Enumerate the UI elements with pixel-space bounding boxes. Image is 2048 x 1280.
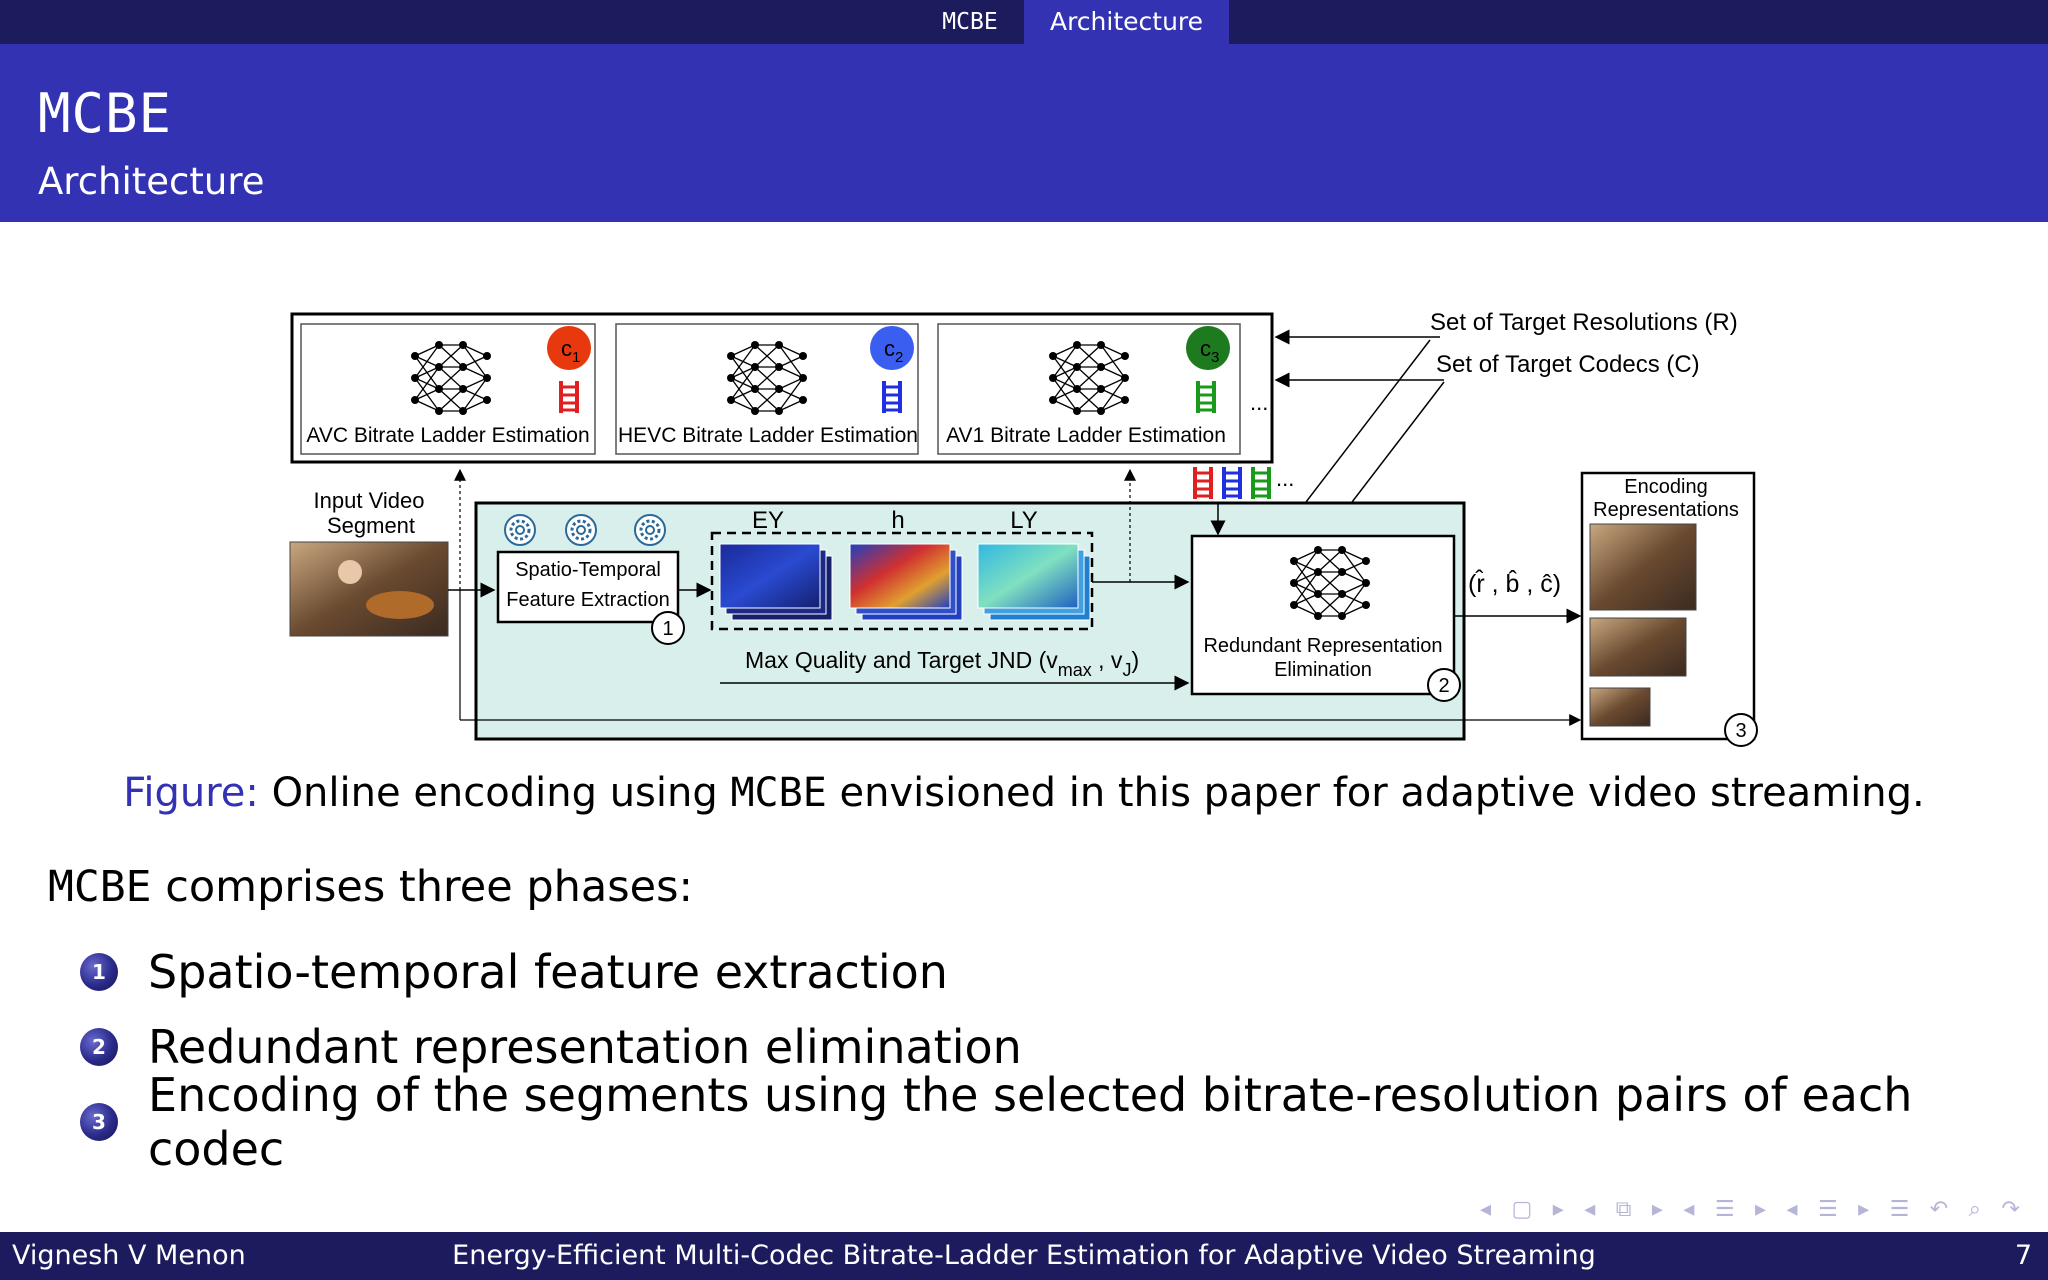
feature-extraction-box xyxy=(496,550,680,624)
architecture-diagram: c1 AVC Bitrate Ladder Estimation c2 HEVC… xyxy=(289,309,1758,747)
enum-bullet: 1 xyxy=(80,952,118,991)
svg-text:2: 2 xyxy=(1438,675,1449,697)
input-video-thumbnail xyxy=(289,541,449,637)
av1-module: c3 AV1 Bitrate Ladder Estimation xyxy=(937,323,1241,455)
nav-section-prev-icon[interactable]: ◂ xyxy=(1683,1196,1695,1222)
gear-icon xyxy=(503,513,537,547)
nav-back-icon[interactable]: ↶ xyxy=(1929,1196,1949,1222)
nav-appendix-icon[interactable]: ☰ xyxy=(1889,1196,1910,1222)
representation-low xyxy=(1589,687,1651,727)
list-item: 2 Redundant representation elimination xyxy=(80,1009,2048,1084)
svg-text:c3: c3 xyxy=(1200,336,1219,366)
svg-text:c1: c1 xyxy=(561,336,580,366)
frame-subtitle: Architecture xyxy=(38,160,265,203)
svg-text:Elimination: Elimination xyxy=(1274,659,1372,681)
nav-doc-icon[interactable]: ☰ xyxy=(1817,1196,1838,1222)
step-marker-1 xyxy=(651,611,685,645)
step-marker-2 xyxy=(1427,668,1461,702)
input-label-line2: Segment xyxy=(327,513,415,538)
avc-module: c1 AVC Bitrate Ladder Estimation xyxy=(300,323,596,455)
phases-list: 1 Spatio-temporal feature extraction 2 R… xyxy=(80,934,2048,1176)
svg-text:Encoding: Encoding xyxy=(1624,476,1707,498)
codec-badge-c3 xyxy=(1186,326,1230,370)
nav-frame-next-icon[interactable]: ▸ xyxy=(1552,1196,1564,1222)
svg-text:Redundant Representation: Redundant Representation xyxy=(1203,635,1442,657)
target-codecs-label: Set of Target Codecs (C) xyxy=(1436,351,1700,378)
frame-title: MCBE xyxy=(38,82,173,145)
nav-section-link[interactable]: MCBE xyxy=(942,9,998,35)
feature-map-h xyxy=(849,543,963,621)
nav-doc-next-icon[interactable]: ▸ xyxy=(1858,1196,1870,1222)
nav-subsection-link[interactable]: Architecture xyxy=(1024,0,1229,44)
ladder-icon xyxy=(1251,465,1271,501)
caption-label: Figure: xyxy=(123,770,259,816)
nav-subsection-next-icon[interactable]: ▸ xyxy=(1651,1196,1663,1222)
top-navigation: MCBE Architecture xyxy=(0,0,2048,44)
codec-badge-c1 xyxy=(547,326,591,370)
svg-text:Feature Extraction: Feature Extraction xyxy=(506,589,669,611)
svg-text:...: ... xyxy=(1276,466,1294,491)
svg-text:Spatio-Temporal: Spatio-Temporal xyxy=(515,559,661,581)
feature-ey-label: EY xyxy=(752,507,784,534)
nav-subsection-prev-icon[interactable]: ◂ xyxy=(1584,1196,1596,1222)
svg-text:3: 3 xyxy=(1735,720,1746,742)
avc-module-label: AVC Bitrate Ladder Estimation xyxy=(306,424,589,447)
nav-doc-prev-icon[interactable]: ◂ xyxy=(1786,1196,1798,1222)
svg-text:Representations: Representations xyxy=(1593,499,1739,521)
codec-badge-c2 xyxy=(870,326,914,370)
av1-module-label: AV1 Bitrate Ladder Estimation xyxy=(946,424,1226,447)
output-tuple-label: (r̂ , b̂ , ĉ) xyxy=(1468,568,1561,598)
rre-box xyxy=(1190,534,1456,696)
feature-map-ly xyxy=(977,543,1091,621)
hevc-module: c2 HEVC Bitrate Ladder Estimation xyxy=(615,323,919,455)
representation-high xyxy=(1589,523,1697,611)
ladder-icon xyxy=(1222,465,1242,501)
nav-frame-prev-icon[interactable]: ◂ xyxy=(1480,1196,1492,1222)
intro-sentence: MCBE comprises three phases: xyxy=(48,862,693,912)
nav-frame-icon[interactable]: ▢ xyxy=(1511,1196,1533,1222)
svg-text:c2: c2 xyxy=(884,336,903,366)
footer-author: Vignesh V Menon xyxy=(12,1240,246,1271)
feature-ly-label: LY xyxy=(1010,507,1038,534)
gear-icon xyxy=(633,513,667,547)
page-number: 7 xyxy=(2014,1240,2032,1271)
enum-bullet: 3 xyxy=(80,1102,118,1141)
footer-bar: Vignesh V Menon Energy-Efficient Multi-C… xyxy=(0,1232,2048,1280)
gear-icon xyxy=(564,513,598,547)
nav-subsection-icon[interactable]: ⧉ xyxy=(1615,1196,1632,1222)
nav-section-next-icon[interactable]: ▸ xyxy=(1754,1196,1767,1222)
feature-maps-group xyxy=(710,531,1094,631)
target-resolutions-label: Set of Target Resolutions (R) xyxy=(1430,309,1738,336)
frame-title-bar: MCBE Architecture xyxy=(0,44,2048,222)
list-item: 1 Spatio-temporal feature extraction xyxy=(80,934,2048,1009)
feature-h-label: h xyxy=(891,507,904,534)
svg-text:1: 1 xyxy=(662,618,673,640)
feature-map-ey xyxy=(719,543,833,621)
step-marker-3 xyxy=(1724,713,1758,747)
more-codecs-ellipsis: ... xyxy=(1250,390,1268,415)
beamer-navigation-controls: ◂ ▢ ▸ ◂ ⧉ ▸ ◂ ☰ ▸ ◂ ☰ ▸ ☰ ↶ ⌕ ↷ xyxy=(1480,1194,2020,1224)
input-label-line1: Input Video xyxy=(314,488,425,513)
nav-forward-icon[interactable]: ↷ xyxy=(2001,1196,2020,1222)
footer-title: Energy-Efficient Multi-Codec Bitrate-Lad… xyxy=(452,1240,1596,1271)
hevc-module-label: HEVC Bitrate Ladder Estimation xyxy=(618,424,918,447)
ladder-icon xyxy=(1193,465,1213,501)
enum-bullet: 2 xyxy=(80,1027,118,1066)
nav-section-icon[interactable]: ☰ xyxy=(1714,1196,1735,1222)
representation-mid xyxy=(1589,617,1687,677)
nav-search-icon[interactable]: ⌕ xyxy=(1968,1196,1981,1222)
max-quality-label: Max Quality and Target JND (vmax , vJ) xyxy=(745,647,1139,680)
figure-caption: Figure: Online encoding using MCBE envis… xyxy=(123,770,1925,816)
architecture-figure: c1 AVC Bitrate Ladder Estimation c2 HEVC… xyxy=(280,300,1760,760)
list-item: 3 Encoding of the segments using the sel… xyxy=(80,1068,2048,1176)
